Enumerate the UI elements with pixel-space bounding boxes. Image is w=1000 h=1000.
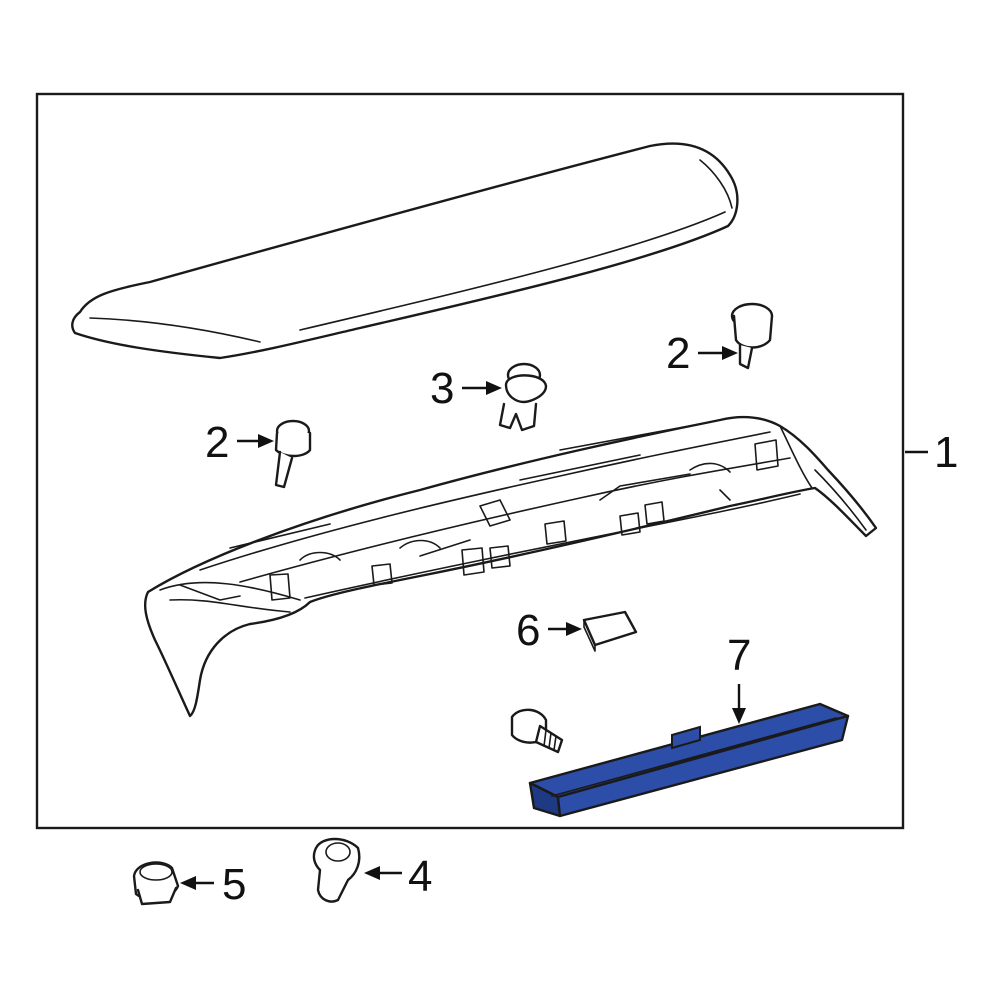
callout-5: 5 <box>222 860 246 909</box>
clip-2-left <box>274 419 312 489</box>
leader-2-left <box>237 434 274 448</box>
leader-5 <box>180 876 214 890</box>
bolt <box>510 708 564 754</box>
callout-3: 3 <box>430 364 454 413</box>
callout-7: 7 <box>727 631 751 680</box>
clip-3 <box>498 362 548 432</box>
assembly-frame <box>35 92 905 830</box>
callout-2-left: 2 <box>205 418 229 467</box>
leader-7 <box>732 684 746 724</box>
callout-1: 1 <box>934 428 958 477</box>
nut-5 <box>132 861 180 906</box>
callout-2-right: 2 <box>666 329 690 378</box>
leader-3 <box>462 381 502 395</box>
grommet-4 <box>312 837 361 903</box>
leader-2-right <box>698 346 738 360</box>
clip-2-right <box>730 302 774 370</box>
leader-4 <box>364 866 402 880</box>
callout-6: 6 <box>516 606 540 655</box>
callout-4: 4 <box>408 852 432 901</box>
spoiler-cover <box>71 142 739 360</box>
pad-6 <box>582 610 638 652</box>
leader-6 <box>548 622 582 636</box>
spoiler-base <box>144 415 878 718</box>
high-mount-lamp-7 <box>528 702 850 818</box>
